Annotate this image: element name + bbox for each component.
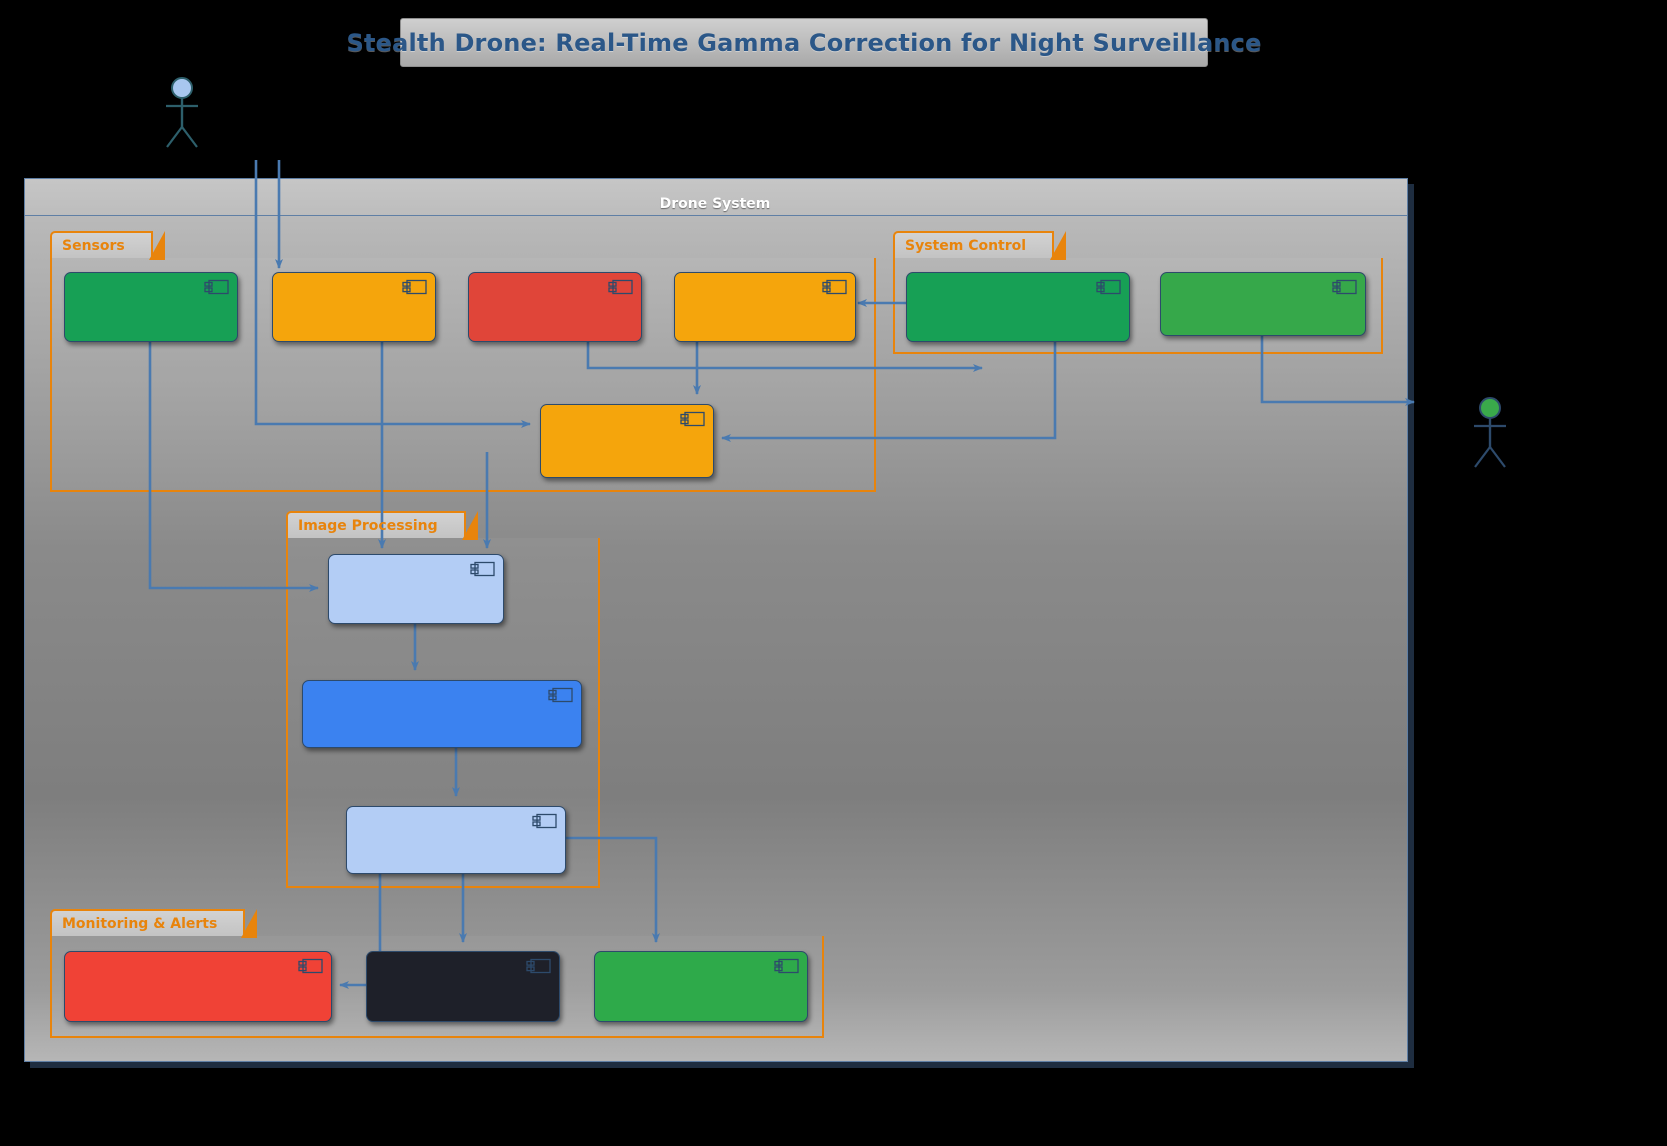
package-tab-sensors: Sensors: [50, 231, 165, 260]
uml-component-icon: [470, 561, 495, 577]
package-label-sensors: Sensors: [62, 237, 125, 254]
uml-component-icon: [526, 958, 551, 974]
package-label-control: System Control: [905, 237, 1027, 254]
uml-component-icon: [822, 279, 847, 295]
diagram-title-banner: Stealth Drone: Real-Time Gamma Correctio…: [346, 18, 1261, 67]
package-tab-control: System Control: [893, 231, 1067, 260]
component-c6[interactable]: [906, 272, 1130, 342]
component-c7[interactable]: [1160, 272, 1366, 336]
uml-component-icon: [204, 279, 229, 295]
uml-component-icon: [402, 279, 427, 295]
uml-component-icon: [1332, 279, 1357, 295]
package-tab-monitoring: Monitoring & Alerts: [50, 909, 258, 938]
package-label-monitoring: Monitoring & Alerts: [62, 915, 218, 932]
uml-component-icon: [532, 813, 557, 829]
component-c13[interactable]: [594, 951, 808, 1022]
component-c9[interactable]: [302, 680, 582, 748]
page-title: Stealth Drone: Real-Time Gamma Correctio…: [346, 28, 1262, 57]
component-c5[interactable]: [540, 404, 714, 478]
component-c11[interactable]: [64, 951, 332, 1022]
component-c4[interactable]: [674, 272, 856, 342]
component-c12[interactable]: [366, 951, 560, 1022]
package-label-imaging: Image Processing: [298, 517, 438, 534]
uml-component-icon: [608, 279, 633, 295]
system-title-label: Drone System: [659, 196, 771, 212]
uml-component-icon: [298, 958, 323, 974]
uml-component-icon: [1096, 279, 1121, 295]
uml-component-icon: [680, 411, 705, 427]
uml-component-icon: [774, 958, 799, 974]
component-c1[interactable]: [64, 272, 238, 342]
component-c2[interactable]: [272, 272, 436, 342]
component-c3[interactable]: [468, 272, 642, 342]
component-c8[interactable]: [328, 554, 504, 624]
package-tab-imaging: Image Processing: [286, 511, 478, 540]
uml-component-icon: [548, 687, 573, 703]
component-c10[interactable]: [346, 806, 566, 874]
